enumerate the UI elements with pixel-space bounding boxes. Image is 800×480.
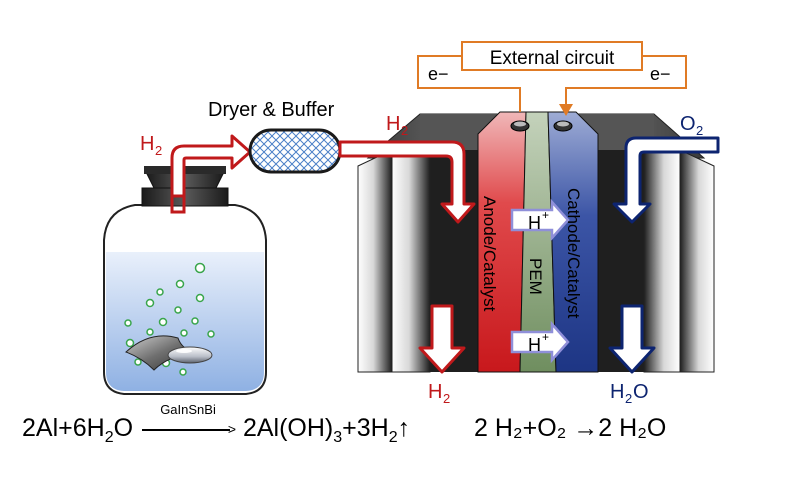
svg-text:H: H	[140, 133, 154, 155]
svg-text:+: +	[542, 330, 549, 344]
external-circuit-label: External circuit	[490, 48, 615, 69]
proton-arrow-top: H +	[510, 198, 570, 242]
hydrogen-bubbles	[124, 262, 215, 376]
circuit-arrowhead	[559, 104, 573, 116]
membrane-stack	[477, 111, 599, 373]
liquid-metal-droplet	[167, 346, 213, 364]
svg-text:O: O	[680, 113, 696, 135]
external-circuit-box	[461, 41, 643, 71]
proton-arrow-bottom: H +	[510, 320, 570, 364]
svg-text:H: H	[528, 213, 541, 233]
cathode-layer	[547, 111, 599, 373]
h2o-bottom-label: H 2 O	[610, 381, 649, 406]
h2-inlet-arrow	[338, 140, 476, 224]
svg-text:2: 2	[625, 391, 632, 406]
o2-label: O 2	[680, 113, 703, 138]
h2-bottom-label: H 2	[428, 381, 450, 406]
aluminum-water-reaction: 2Al+6H2O GaInSnBi > 2Al(OH)3+3H2↑	[22, 402, 411, 446]
o2-inlet-arrow	[612, 136, 720, 224]
h2-left-label: H 2	[140, 133, 162, 158]
svg-text:H: H	[428, 381, 442, 403]
anode-label: Anode/Catalyst	[480, 196, 499, 312]
svg-text:2: 2	[443, 391, 450, 406]
svg-text:O: O	[633, 381, 649, 403]
pem-label: PEM	[526, 258, 545, 295]
fuel-cell-reaction: 2 H₂+O₂ →2 H₂O	[474, 414, 667, 442]
dryer-buffer	[248, 128, 342, 174]
svg-text:H: H	[528, 335, 541, 355]
catalyst-label: GaInSnBi	[160, 402, 216, 418]
h2-outlet-arrow	[170, 134, 252, 214]
h2-outlet-bottom-arrow	[418, 304, 466, 374]
h2-top-label: H 2	[386, 113, 408, 138]
electron-left-label: e−	[428, 64, 449, 84]
svg-text:H: H	[386, 113, 400, 135]
svg-text:2: 2	[696, 123, 703, 138]
svg-text:2: 2	[155, 143, 162, 158]
electron-right-label: e−	[650, 64, 671, 84]
reaction-arrow: GaInSnBi >	[140, 402, 236, 439]
h2o-outlet-arrow	[608, 304, 656, 374]
cathode-label: Cathode/Catalyst	[564, 188, 583, 319]
svg-text:H: H	[610, 381, 624, 403]
anode-layer	[477, 111, 527, 373]
external-circuit: External circuit e− e−	[417, 41, 687, 116]
svg-text:2: 2	[401, 123, 408, 138]
dryer-label: Dryer & Buffer	[208, 99, 335, 121]
svg-text:+: +	[542, 208, 549, 222]
